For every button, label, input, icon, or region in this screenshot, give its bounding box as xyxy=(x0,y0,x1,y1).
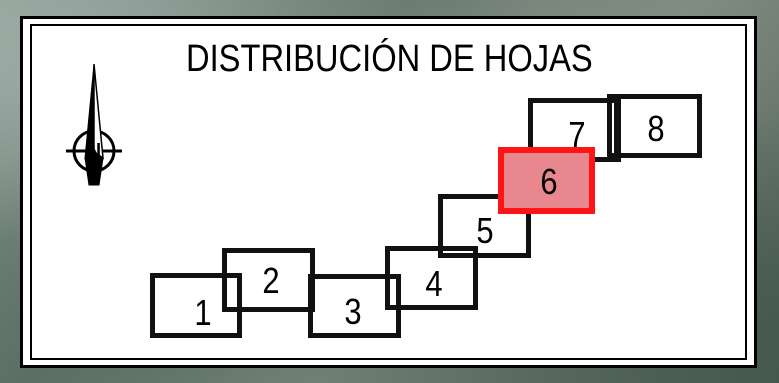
sheet-8-inner-edge xyxy=(614,99,619,155)
sheet-number: 5 xyxy=(476,210,494,251)
sheet-number: 8 xyxy=(647,108,665,149)
sheet-2[interactable]: 2 xyxy=(222,248,315,312)
sheet-1[interactable]: 1 xyxy=(150,273,242,338)
sheet-number: 4 xyxy=(425,263,443,304)
sheet-number: 7 xyxy=(568,114,586,155)
sheet-number: 3 xyxy=(344,291,362,332)
sheet-number: 6 xyxy=(540,161,558,202)
sheet-4[interactable]: 4 xyxy=(385,246,478,310)
north-arrow-icon xyxy=(66,63,122,186)
sheet-6-selected[interactable]: 6 xyxy=(498,147,595,214)
sheet-8[interactable]: 8 xyxy=(607,94,702,158)
map-title: DISTRIBUCIÓN DE HOJAS xyxy=(186,38,593,80)
sheet-number: 2 xyxy=(262,260,280,301)
sheet-number: 1 xyxy=(194,292,212,333)
north-label: N xyxy=(86,140,102,162)
sheet-5[interactable]: 5 xyxy=(438,194,531,258)
